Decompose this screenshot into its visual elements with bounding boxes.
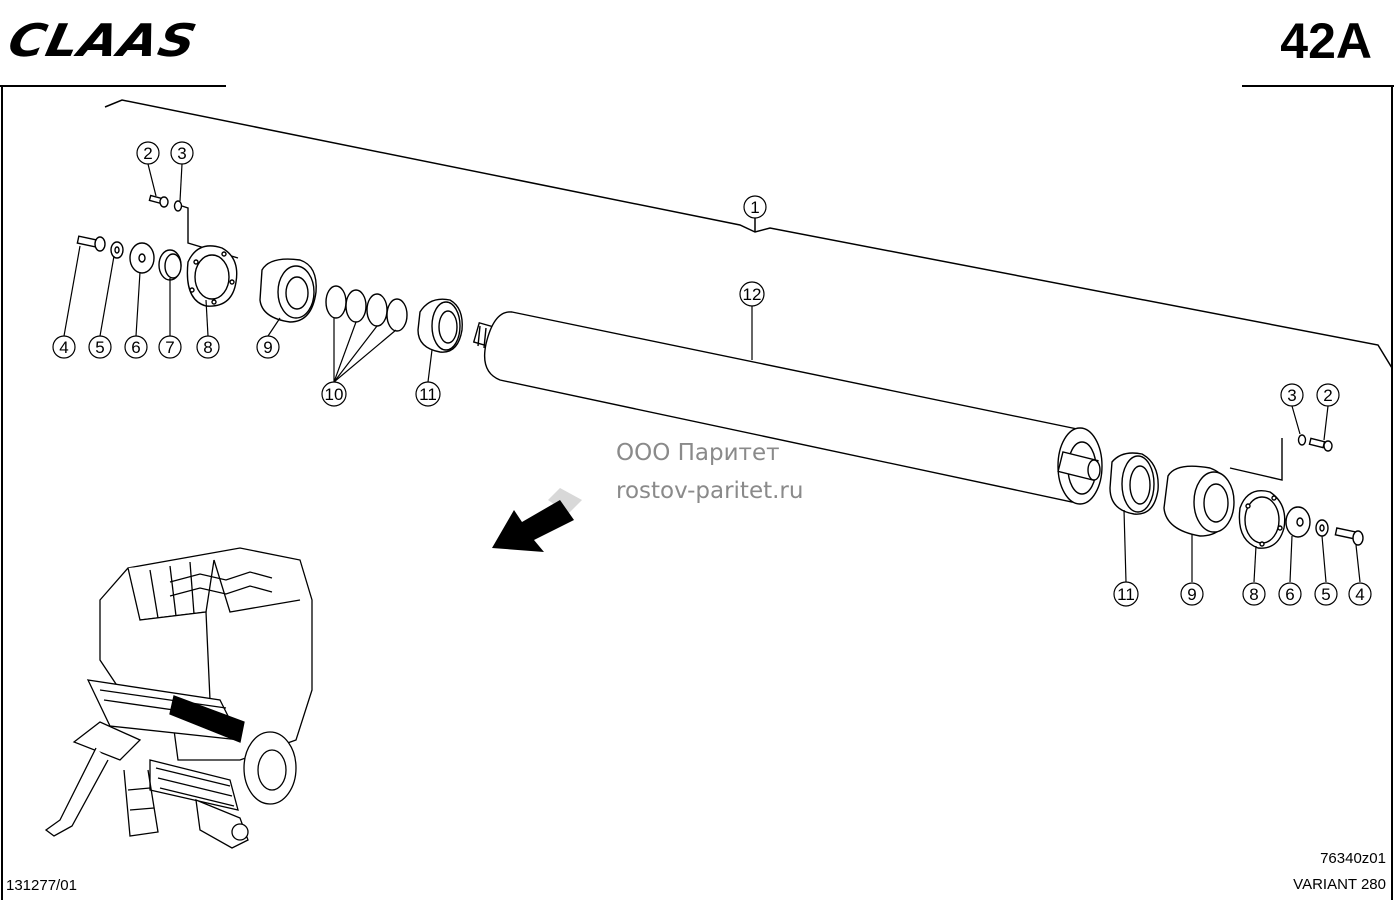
leader-lines <box>63 163 1361 583</box>
callout-8: 8 <box>196 335 220 359</box>
direction-arrow-icon <box>492 488 582 552</box>
drawing-number: 76340z01 <box>1320 850 1386 867</box>
callout-2: 2 <box>1316 383 1340 407</box>
callout-6: 6 <box>1278 582 1302 606</box>
svg-text:4: 4 <box>1355 585 1364 604</box>
callout-6: 6 <box>124 335 148 359</box>
page-code: 42A <box>1280 13 1372 69</box>
svg-text:11: 11 <box>1117 585 1135 604</box>
left-bearing-assembly <box>76 194 463 353</box>
svg-text:7: 7 <box>165 338 174 357</box>
callout-11: 11 <box>1113 581 1139 607</box>
callout-3: 3 <box>170 141 194 165</box>
callout-5: 5 <box>1314 582 1338 606</box>
svg-text:2: 2 <box>143 144 152 163</box>
lock-washer-icon <box>173 200 183 212</box>
flange-plate-icon <box>1238 490 1286 549</box>
callout-1: 1 <box>743 195 767 219</box>
right-bearing-assembly <box>1109 434 1364 549</box>
callout-3: 3 <box>1280 383 1304 407</box>
watermark-url: rostov-paritet.ru <box>616 478 804 504</box>
callout-10: 10 <box>321 381 347 407</box>
bearing-housing-icon <box>259 258 317 323</box>
callout-7: 7 <box>158 335 182 359</box>
svg-text:5: 5 <box>1321 585 1330 604</box>
callout-4: 4 <box>52 335 76 359</box>
svg-text:2: 2 <box>1323 386 1332 405</box>
svg-text:1: 1 <box>750 198 759 217</box>
callout-9: 9 <box>1180 582 1204 606</box>
frame-lines <box>0 85 1394 900</box>
model-name: VARIANT 280 <box>1293 876 1386 893</box>
svg-text:6: 6 <box>1285 585 1294 604</box>
screw-icon <box>76 235 106 252</box>
svg-text:4: 4 <box>59 338 68 357</box>
callout-9: 9 <box>256 335 280 359</box>
roller-icon <box>472 311 1103 505</box>
callout-2: 2 <box>136 141 160 165</box>
svg-text:3: 3 <box>177 144 186 163</box>
screw-icon <box>1308 437 1333 452</box>
svg-text:12: 12 <box>743 285 762 304</box>
svg-text:3: 3 <box>1287 386 1296 405</box>
bearing-housing-icon <box>1163 465 1235 537</box>
callout-11: 11 <box>415 381 441 407</box>
svg-text:10: 10 <box>325 385 344 404</box>
callout-12: 12 <box>739 281 765 307</box>
callout-8: 8 <box>1242 582 1266 606</box>
o-ring-set-icon <box>325 285 408 332</box>
svg-text:6: 6 <box>131 338 140 357</box>
flange-plate-icon <box>186 245 238 307</box>
baler-machine-icon <box>44 547 313 849</box>
watermark-company: ООО Паритет <box>616 440 780 466</box>
screw-icon <box>148 194 169 208</box>
svg-text:11: 11 <box>419 385 437 404</box>
callout-4: 4 <box>1348 582 1372 606</box>
bearing-icon <box>1109 452 1159 515</box>
callout-5: 5 <box>88 335 112 359</box>
svg-text:9: 9 <box>263 338 272 357</box>
bearing-icon <box>417 298 463 353</box>
assembly-bracket <box>104 99 1393 369</box>
screw-icon <box>1334 527 1364 546</box>
document-number: 131277/01 <box>6 877 77 894</box>
svg-text:5: 5 <box>95 338 104 357</box>
lock-washer-icon <box>1297 434 1307 446</box>
svg-text:8: 8 <box>1249 585 1258 604</box>
svg-text:9: 9 <box>1187 585 1196 604</box>
svg-text:8: 8 <box>203 338 212 357</box>
